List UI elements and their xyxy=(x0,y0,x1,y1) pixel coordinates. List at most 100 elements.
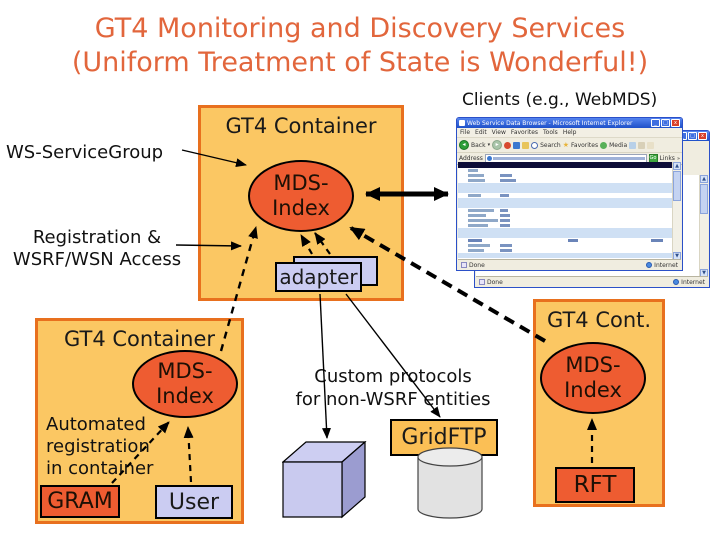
refresh-icon[interactable] xyxy=(513,141,521,149)
back-status-zone: Internet xyxy=(681,278,705,286)
maximize-button[interactable]: □ xyxy=(688,132,697,140)
scroll-up-icon[interactable]: ▲ xyxy=(673,162,681,170)
cylinder-shape xyxy=(417,447,483,519)
status-done: Done xyxy=(469,261,485,269)
slide-title: GT4 Monitoring and Discovery Services (U… xyxy=(0,12,720,80)
content-row xyxy=(458,183,672,188)
close-button[interactable]: x xyxy=(671,119,680,127)
gt4-container-right-title: GT4 Cont. xyxy=(546,308,652,332)
globe-icon xyxy=(646,262,653,268)
page-icon xyxy=(461,262,467,268)
content-row xyxy=(458,178,672,183)
menu-view[interactable]: View xyxy=(491,129,506,136)
maximize-button[interactable]: □ xyxy=(661,119,670,127)
content-row xyxy=(458,218,672,223)
print-icon[interactable] xyxy=(647,141,655,149)
slide-title-line1: GT4 Monitoring and Discovery Services xyxy=(94,13,626,44)
custom-protocols-label: Custom protocols for non-WSRF entities xyxy=(272,365,514,411)
browser-content-rows xyxy=(458,168,672,260)
content-row xyxy=(458,208,672,213)
search-icon[interactable] xyxy=(531,141,539,149)
automated-line3: in container xyxy=(46,458,154,479)
mds-index-right: MDS- Index xyxy=(540,342,646,414)
mds-index-top-line1: MDS- xyxy=(273,171,329,195)
mail-icon[interactable] xyxy=(638,141,646,149)
content-row xyxy=(458,198,672,203)
back-window-statusbar: Done Internet xyxy=(476,276,708,287)
menu-file[interactable]: File xyxy=(460,129,471,136)
menu-edit[interactable]: Edit xyxy=(475,129,487,136)
gridftp-label: GridFTP xyxy=(401,425,487,450)
back-status-text: Done xyxy=(487,278,503,286)
minimize-button[interactable]: _ xyxy=(651,119,660,127)
browser-scrollbar[interactable]: ▲ ▼ xyxy=(672,162,681,260)
back-dropdown-icon[interactable]: ▾ xyxy=(487,142,491,148)
gridftp-box: GridFTP xyxy=(390,419,498,456)
browser-window: Web Service Data Browser - Microsoft Int… xyxy=(456,117,683,271)
page-icon xyxy=(479,279,485,285)
adapter-label: adapter xyxy=(279,265,358,289)
content-header-bar xyxy=(458,162,672,168)
back-window-scrollbar[interactable]: ▲ ▼ xyxy=(699,175,708,277)
favorites-label: Favorites xyxy=(571,141,599,149)
home-icon[interactable] xyxy=(522,141,530,149)
custom-protocols-line2: for non-WSRF entities xyxy=(295,389,491,410)
back-button[interactable]: ◂ xyxy=(459,140,469,150)
content-row xyxy=(458,233,672,238)
menu-help[interactable]: Help xyxy=(562,129,577,136)
stop-icon[interactable] xyxy=(504,141,512,149)
content-row xyxy=(458,253,672,258)
browser-titlebar[interactable]: Web Service Data Browser - Microsoft Int… xyxy=(457,118,682,128)
mds-index-bottom-line2: Index xyxy=(156,384,214,408)
gt4-container-bottom-title: GT4 Container xyxy=(63,327,215,351)
gram-box: GRAM xyxy=(40,485,120,518)
back-label: Back xyxy=(471,141,486,149)
user-label: User xyxy=(168,489,220,515)
clients-label: Clients (e.g., WebMDS) xyxy=(462,90,658,110)
scroll-up-icon[interactable]: ▲ xyxy=(700,175,708,183)
rft-label: RFT xyxy=(573,472,617,498)
menu-tools[interactable]: Tools xyxy=(543,129,558,136)
mds-index-bottom-line1: MDS- xyxy=(157,359,213,383)
content-row xyxy=(458,228,672,233)
content-row xyxy=(458,203,672,208)
automated-line2: registration xyxy=(46,436,150,457)
scrollbar-thumb[interactable] xyxy=(673,171,681,201)
favorites-star-icon[interactable]: ★ xyxy=(562,141,569,149)
cube-shape xyxy=(282,441,367,519)
registration-label: Registration & WSRF/WSN Access xyxy=(0,227,194,271)
mds-index-right-line1: MDS- xyxy=(565,353,621,377)
browser-title: Web Service Data Browser - Microsoft Int… xyxy=(467,119,633,127)
browser-content: ▲ ▼ xyxy=(458,162,681,260)
gram-label: GRAM xyxy=(47,489,113,514)
content-row xyxy=(458,168,672,173)
mds-index-top: MDS- Index xyxy=(248,160,354,232)
content-row xyxy=(458,213,672,218)
content-row xyxy=(458,188,672,193)
scrollbar-thumb[interactable] xyxy=(700,184,708,214)
rft-box: RFT xyxy=(555,467,635,503)
links-chevron-icon[interactable]: » xyxy=(676,155,680,162)
adapter-box: adapter xyxy=(275,262,362,292)
close-button[interactable]: x xyxy=(698,132,707,140)
registration-label-line2: WSRF/WSN Access xyxy=(12,249,182,270)
media-icon[interactable] xyxy=(600,141,608,149)
page-favicon xyxy=(486,156,492,161)
media-label: Media xyxy=(609,141,628,149)
user-box: User xyxy=(155,485,233,519)
links-label: Links xyxy=(659,155,675,162)
slide-title-line2: (Uniform Treatment of State is Wonderful… xyxy=(71,47,649,78)
ie-icon xyxy=(459,120,465,126)
content-row xyxy=(458,193,672,198)
menu-favorites[interactable]: Favorites xyxy=(510,129,539,136)
gt4-container-top-title: GT4 Container xyxy=(225,114,377,138)
mds-index-top-line2: Index xyxy=(272,196,330,220)
address-label: Address xyxy=(459,155,483,162)
search-label: Search xyxy=(540,141,561,149)
history-icon[interactable] xyxy=(629,141,637,149)
status-zone: Internet xyxy=(654,261,678,269)
ws-servicegroup-label: WS-ServiceGroup xyxy=(6,142,164,163)
globe-icon xyxy=(673,279,680,285)
forward-button[interactable]: ▸ xyxy=(492,140,503,150)
